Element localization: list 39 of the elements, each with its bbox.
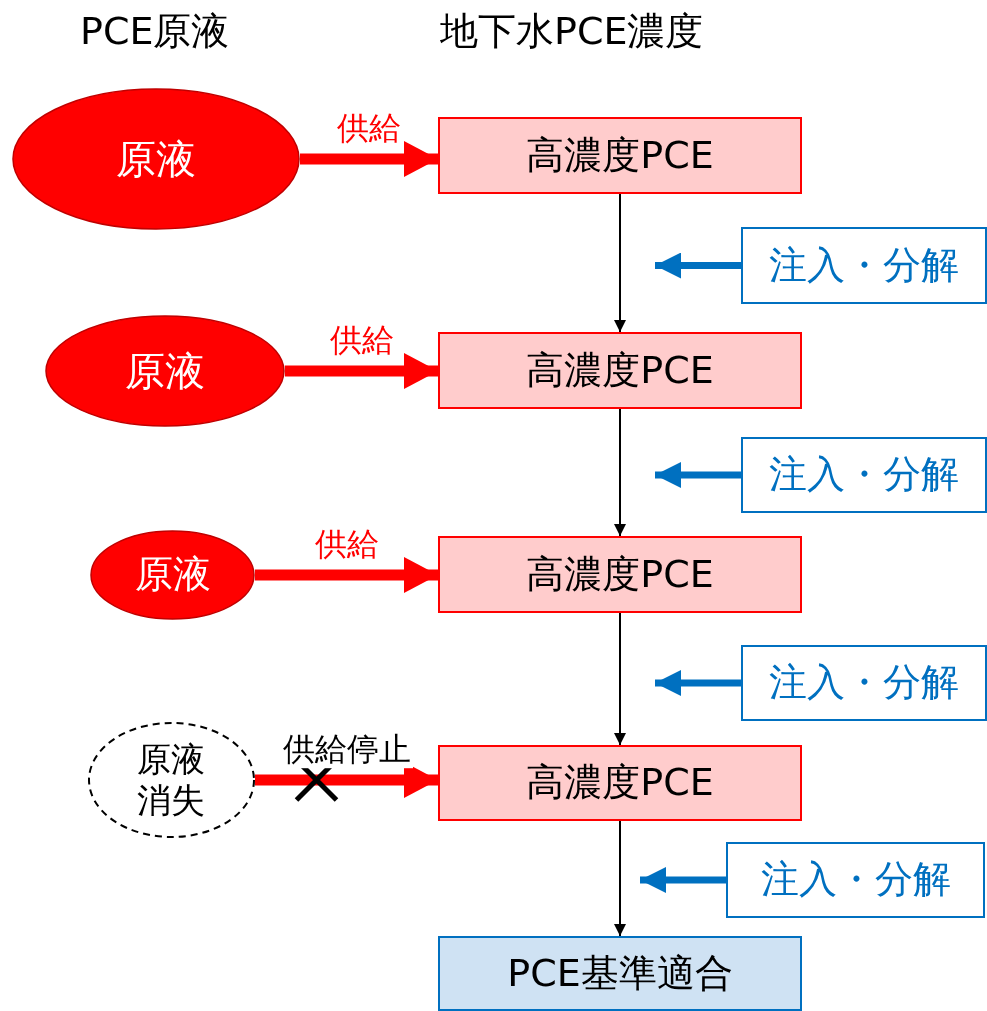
node-text: 高濃度PCE <box>526 551 714 598</box>
node-text: 高濃度PCE <box>526 347 714 394</box>
result-box <box>438 936 802 1011</box>
arrow <box>614 408 626 537</box>
node-text: 高濃度PCE <box>526 760 714 806</box>
node-text: 原液 <box>134 552 211 598</box>
node-text: 高濃度PCE <box>526 132 714 179</box>
concentration-box <box>438 536 802 613</box>
node-text: 原液 <box>125 347 205 395</box>
arrow <box>614 193 626 333</box>
source-ellipse <box>45 315 285 427</box>
node-text: 原液消失 <box>136 739 207 821</box>
treatment-box <box>741 645 987 721</box>
thick-arrow <box>300 141 438 177</box>
source-ellipse <box>12 88 300 230</box>
edge-label: 供給停止 <box>280 731 413 768</box>
node-text: 注入・分解 <box>769 242 959 289</box>
concentration-box <box>438 332 802 409</box>
treatment-box <box>726 842 985 918</box>
edge-label: 供給 <box>312 526 381 563</box>
dashed-ellipse <box>88 722 255 838</box>
concentration-box <box>438 117 802 194</box>
treatment-box <box>741 437 987 513</box>
edge-label: 供給 <box>335 110 403 147</box>
thick-arrow <box>285 353 438 389</box>
source-ellipse <box>90 530 255 620</box>
node-text: 注入・分解 <box>760 857 951 903</box>
node-text: 原液 <box>116 135 196 183</box>
thick-arrow <box>255 557 438 593</box>
arrow <box>614 612 626 746</box>
arrow <box>614 820 626 937</box>
concentration-box <box>438 745 802 821</box>
node-text: PCE基準適合 <box>507 950 733 997</box>
column-heading: 地下水PCE濃度 <box>440 8 704 55</box>
edge-label: 供給 <box>327 322 396 359</box>
node-text: 注入・分解 <box>769 660 959 706</box>
node-text: 注入・分解 <box>769 452 959 498</box>
treatment-box <box>741 227 987 304</box>
column-heading: PCE原液 <box>80 8 230 55</box>
